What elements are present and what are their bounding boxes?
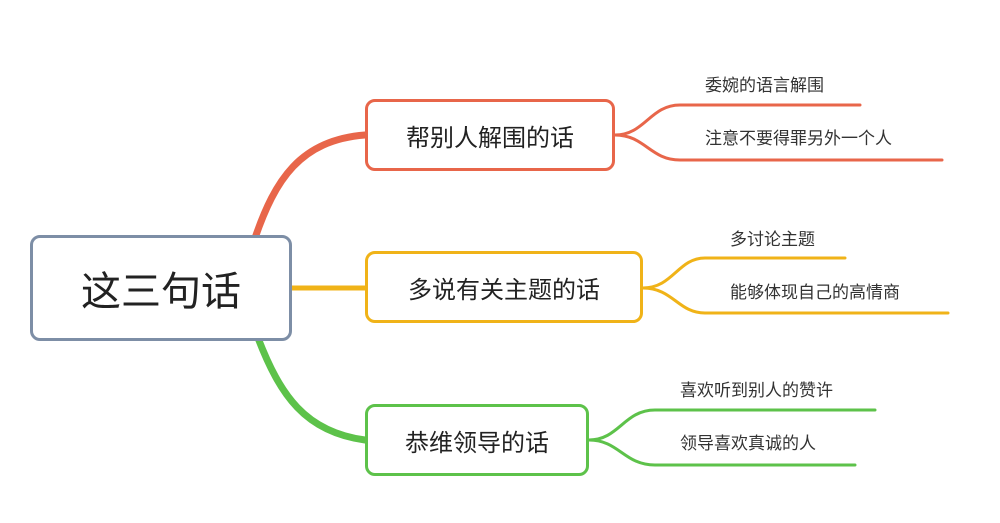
branch-label-2: 多说有关主题的话: [408, 275, 600, 304]
central-node-label: 这三句话: [81, 269, 241, 315]
leaf-text-3-1[interactable]: 喜欢听到别人的赞许: [680, 381, 833, 401]
connector-branch-1-leaf-2: [613, 133, 944, 162]
leaf-text-2-2[interactable]: 能够体现自己的高情商: [730, 283, 900, 303]
connector-central-branch-1: [251, 131, 369, 242]
connector-central-branch-3: [254, 334, 369, 444]
branch-label-3: 恭维领导的话: [405, 428, 549, 457]
branch-node-1[interactable]: 帮别人解围的话: [365, 99, 615, 171]
connector-branch-2-leaf-1: [641, 256, 847, 290]
connector-branch-3-leaf-1: [587, 408, 877, 442]
connector-branch-2-leaf-2: [641, 286, 950, 315]
central-node[interactable]: 这三句话: [30, 235, 292, 341]
branch-node-2[interactable]: 多说有关主题的话: [365, 251, 643, 323]
connector-branch-1-leaf-1: [613, 103, 862, 137]
branch-node-3[interactable]: 恭维领导的话: [365, 404, 589, 476]
leaf-text-2-1[interactable]: 多讨论主题: [730, 230, 815, 250]
branch-label-1: 帮别人解围的话: [406, 123, 574, 152]
connector-branch-3-leaf-2: [587, 438, 857, 467]
leaf-text-1-2[interactable]: 注意不要得罪另外一个人: [705, 129, 892, 149]
leaf-text-1-1[interactable]: 委婉的语言解围: [705, 76, 824, 96]
leaf-text-3-2[interactable]: 领导喜欢真诚的人: [680, 434, 816, 454]
